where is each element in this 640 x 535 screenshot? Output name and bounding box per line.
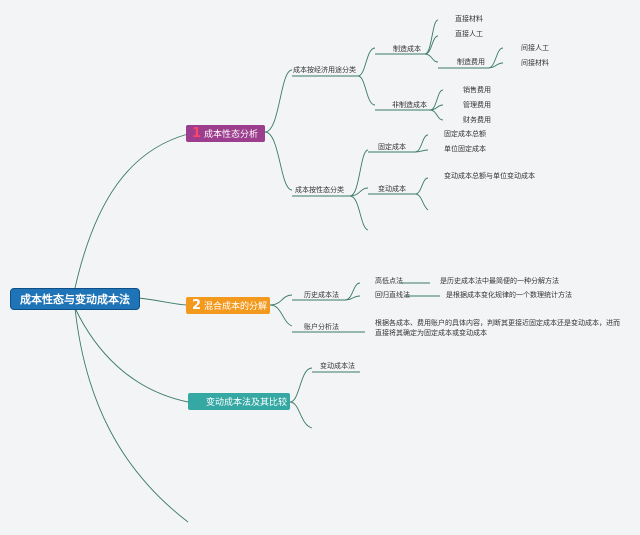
- node-by-behavior[interactable]: 成本按性态分类: [295, 186, 344, 194]
- node-indirect-material[interactable]: 间接材料: [521, 59, 549, 67]
- node-high-low-method[interactable]: 高低点法: [375, 277, 403, 285]
- node-variable-costing[interactable]: 变动成本法: [320, 362, 355, 370]
- node-historical-cost-method[interactable]: 历史成本法: [304, 291, 339, 299]
- node-overhead[interactable]: 制造费用: [457, 58, 485, 66]
- node-manufacturing-cost[interactable]: 制造成本: [393, 45, 421, 53]
- branch-label: 成本性态分析: [204, 130, 259, 140]
- branch-number: 3: [194, 394, 204, 409]
- node-direct-labor[interactable]: 直接人工: [455, 30, 483, 38]
- node-non-manufacturing-cost[interactable]: 非制造成本: [392, 101, 427, 109]
- node-by-function[interactable]: 成本按经济用途分类: [293, 66, 356, 74]
- node-account-analysis-desc[interactable]: 根据各成本、费用账户的具体内容，判断其更接近固定成本还是变动成本，进而直接将其确…: [375, 319, 620, 337]
- branch-label: 变动成本法及其比较: [206, 398, 288, 408]
- node-fixed-total[interactable]: 固定成本总额: [444, 130, 486, 138]
- node-direct-material[interactable]: 直接材料: [455, 15, 483, 23]
- node-admin-expense[interactable]: 管理费用: [463, 101, 491, 109]
- node-fixed-unit[interactable]: 单位固定成本: [444, 145, 486, 153]
- node-indirect-labor[interactable]: 间接人工: [521, 44, 549, 52]
- node-account-analysis-method[interactable]: 账户分析法: [304, 323, 339, 331]
- branch-number: 1: [192, 126, 202, 141]
- branch-variable-costing[interactable]: 3 变动成本法及其比较: [188, 393, 290, 410]
- branch-mixed-cost-decomposition[interactable]: 2 混合成本的分解: [186, 297, 270, 314]
- node-fixed-cost[interactable]: 固定成本: [378, 143, 406, 151]
- node-financial-expense[interactable]: 财务费用: [463, 116, 491, 124]
- root-topic[interactable]: 成本性态与变动成本法: [10, 288, 140, 310]
- node-regression-desc[interactable]: 是根据成本变化规律的一个数理统计方法: [446, 291, 572, 299]
- node-high-low-desc[interactable]: 是历史成本法中最简便的一种分解方法: [440, 277, 559, 285]
- node-regression-method[interactable]: 回归直线法: [375, 291, 410, 299]
- branch-label: 混合成本的分解: [204, 302, 268, 312]
- node-variable-cost[interactable]: 变动成本: [378, 185, 406, 193]
- branch-cost-behavior-analysis[interactable]: 1 成本性态分析: [186, 125, 265, 142]
- node-variable-desc[interactable]: 变动成本总额与单位变动成本: [444, 172, 535, 180]
- branch-number: 2: [192, 298, 202, 313]
- node-selling-expense[interactable]: 销售费用: [463, 86, 491, 94]
